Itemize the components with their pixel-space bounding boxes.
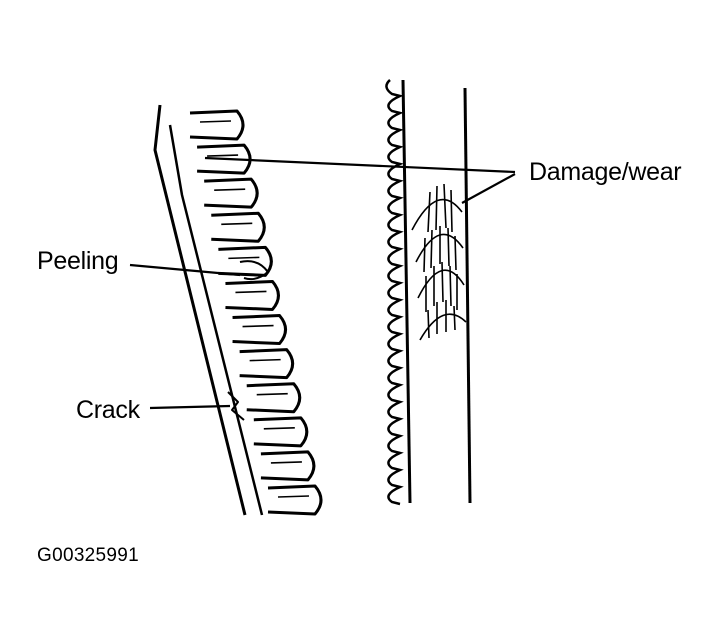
belt-tooth-ridge xyxy=(263,427,295,430)
belt-tooth xyxy=(204,177,259,209)
belt-tooth-ridge xyxy=(235,290,267,294)
belt-tooth-ridge xyxy=(277,495,310,498)
damage-leader-line-2 xyxy=(461,173,516,204)
belt-tooth xyxy=(253,416,309,448)
belt-tooth-ridge xyxy=(221,222,253,226)
damage-leader-line xyxy=(204,156,516,174)
belt-tooth-ridge xyxy=(242,324,274,328)
belt-crack-mark xyxy=(227,391,245,421)
crack-leader-line xyxy=(149,404,231,410)
belt-tooth-ridge xyxy=(256,392,288,396)
belt-tooth xyxy=(189,109,245,141)
belt-side-tooth-profile xyxy=(385,79,404,506)
belt-side-view xyxy=(385,79,472,506)
belt-base-edge xyxy=(168,124,264,516)
belt-tooth xyxy=(232,314,288,346)
belt-side-left-edge xyxy=(401,79,412,504)
belt-tooth-ridge xyxy=(270,461,302,464)
damage-wear-label: Damage/wear xyxy=(529,158,682,186)
belt-tooth xyxy=(246,382,302,414)
peeling-leader-line xyxy=(129,263,241,277)
belt-tooth xyxy=(267,484,323,516)
leader-lines xyxy=(129,156,516,410)
belt-tooth xyxy=(211,211,266,243)
belt-side-right-edge xyxy=(463,87,472,504)
belt-tooth xyxy=(218,245,273,277)
toothed-belt xyxy=(153,104,323,516)
belt-tooth-ridge xyxy=(199,120,232,123)
belt-tooth-ridge xyxy=(214,188,246,191)
crack-label: Crack xyxy=(76,396,140,424)
belt-tooth xyxy=(260,450,316,482)
belt-peeling-mark xyxy=(239,260,269,281)
wear-marks xyxy=(411,183,467,341)
belt-tooth xyxy=(225,279,280,311)
belt-tooth-ridge xyxy=(207,154,239,157)
belt-back-edge xyxy=(153,104,247,516)
belt-teeth xyxy=(189,109,323,516)
figure-id: G00325991 xyxy=(37,545,140,566)
peeling-label: Peeling xyxy=(37,247,119,275)
belt-tooth-ridge xyxy=(249,358,281,362)
belt-tooth xyxy=(239,348,295,380)
belt-tooth-ridge xyxy=(228,256,260,260)
